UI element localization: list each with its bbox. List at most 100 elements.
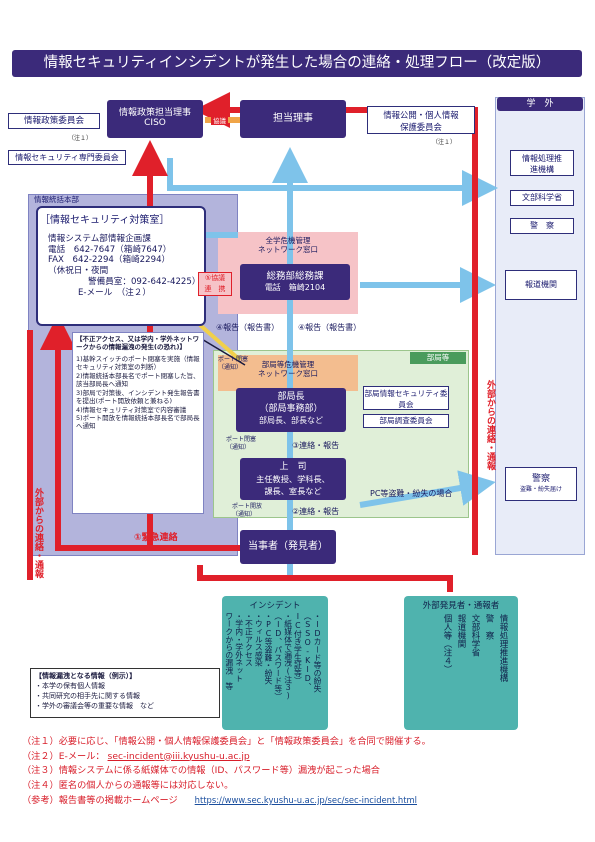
privacy-line2: 保護委員会 [400,122,442,132]
external-item-2: 文部科学省 [470,614,480,657]
note-2-row: （注２）E-メール： sec-incident@iii.kyushu-u.ac.… [22,750,582,765]
hq-box [36,206,206,326]
bukyoku-survey-committee: 部局調査委員会 [363,414,449,428]
outside-police-box: 警察 盗難・紛失届け [505,467,577,501]
superior-box: 上 司 主任教授、学科長、 課長、室長など [240,458,346,500]
bukyoku-info-committee: 部局情報セキュリティ委員会 [363,386,449,410]
report4a-label: ④報告（報告書） [216,323,280,332]
note-1: （注１）必要に応じ、「情報公開・個人情報保護委員会」と「情報政策委員会」を合同で… [22,736,431,747]
incident-item-4: （ID、パスワード等） [273,612,283,701]
hq-line-1: 電話 642-7647（箱崎7647） [48,244,172,255]
external-item-0: 情報処理推進機構 [498,614,508,682]
hq-room: ［情報セキュリティ対策室］ [40,215,170,226]
person-box: 当事者（発見者） [240,530,336,564]
kyougi2-label: ⑤協議 [204,274,226,282]
email-link[interactable]: sec-incident@iii.kyushu-u.ac.jp [107,750,250,762]
crisis-header-2: ネットワーク窓口 [258,245,318,254]
external-header: 外部発見者・通報者 [422,601,500,611]
hq-step-3: 3)部局で対策後、インシデント発生報告書を提出(ポート開放依頼と兼ねる) [76,388,200,406]
note-ref: （参考）報告書等の掲載ホームページ [22,795,178,806]
incident-item-1: （SSO-KID、 [303,612,313,691]
note-3: （注３）情報システムに係る紙媒体での情報（ID、パスワード等）漏洩が起こった場合 [22,765,380,776]
soumu-label: 総務部総務課 [266,271,324,282]
incident-item-8: ・学内・学外ネット [234,612,244,683]
port-close2-label: ポート閉塞（通知） [226,436,257,451]
port-close-label: ポート閉塞（通知） [218,356,249,371]
outside-org-police: 警 察 [510,218,574,234]
red-arrow-emergency [40,314,240,551]
privacy-note: （注１） [432,139,457,146]
hq-line-2: FAX 642-2294（箱崎2294） [48,255,171,266]
incident-item-3: ・紙媒体で漏洩(注３) [283,612,293,701]
note-2: （注２）E-メール： [22,750,105,762]
yellow-arrow-port [198,323,242,362]
kyougi2-box: ⑤協議 連 携 [198,272,232,296]
left-contact-label: 外部からの連絡・通報 [33,488,43,578]
report2-label: ②連絡・報告 [292,507,340,516]
soumu-phone: 電話 箱崎2104 [264,283,326,292]
superior-line2: 主任教授、学科長、 [256,474,330,484]
note1-label: （注１） [68,135,93,142]
outside-contact-label: 外部からの連絡・通報 [485,380,495,470]
security-committee: 情報セキュリティ専門委員会 [8,150,126,165]
external-item-4: 個人等（注４） [442,614,452,674]
note-ref-row: （参考）報告書等の掲載ホームページ https://www.sec.kyushu… [22,793,582,809]
superior-line1: 上 司 [279,462,307,472]
crisis-header-1: 全学危機管理 [265,236,311,245]
report3-label: ③連絡・報告 [292,441,340,450]
emergency-label: ①緊急連絡 [134,533,178,543]
incident-item-6: ・ウィルス感染 [254,612,264,667]
bukyoku-head-2: （部局事務部） [259,404,323,414]
superior-line3: 課長、室長など [264,486,322,496]
note-4: （注４）匿名の個人からの通報等には対応しない。 [22,779,234,791]
leak-info-item-0: ・本学の保有個人情報 [35,682,105,690]
red-arrow-from-external [197,565,453,592]
incident-item-9: ワークからの漏洩 等 [224,612,234,690]
outside-org-ipa: 情報処理推進機構 [510,150,574,176]
police-sub: 盗難・紛失届け [519,486,562,493]
reference-url[interactable]: https://www.sec.kyushu-u.ac.jp/sec/sec-i… [194,795,418,805]
leak-info-item-2: ・学外の審議会等の重要な情報 など [35,702,154,710]
incident-item-2: IC付き学生証等） [293,612,303,685]
hq-line-0: 情報システム部情報企画課 [48,234,151,244]
pc-theft-label: PC等盗難・紛失の場合 [370,489,453,498]
notes: （注１）必要に応じ、「情報公開・個人情報保護委員会」と「情報政策委員会」を合同で… [22,735,582,809]
hq-contact: 情報システム部情報企画課 電話 642-7647（箱崎7647） FAX 642… [48,234,203,298]
hq-line-5: E-メール （注２） [78,287,151,298]
page-title: 情報セキュリティインシデントが発生した場合の連絡・処理フロー（改定版） [12,50,582,77]
bukyoku-header: 部局等危機管理 ネットワーク窓口 [218,360,358,378]
leak-info-item-1: ・共同研究の相手先に関する情報 [35,692,140,700]
tantou-box: 担当理事 [240,100,346,138]
ciso-line2: CISO [144,118,166,128]
report4b-label: ④報告（報告書） [298,323,362,332]
bukyoku-head-3: 部局長、部長など [259,416,323,425]
blue-arrow-to-police [359,470,496,508]
hq-step-1: 1)基幹スイッチのポート閉塞を実施（情報セキュリティ対策室の判断） [76,354,200,372]
outside-header: 学 外 [497,97,583,111]
hq-label: 情報統括本部 [34,195,79,204]
bukyoku-head-box: 部局長 （部局事務部） 部局長、部長など [236,388,346,432]
hq-step-2: 2)情報統括本部長名でポート閉塞した旨、該当部局長へ通知 [76,371,200,389]
external-item-3: 報道機関 [456,614,466,648]
bukyoku-header-2: ネットワーク窓口 [258,369,318,378]
privacy-line1: 情報公開・個人情報 [383,110,459,120]
port-open2-label: ポート開放（通知） [232,503,263,518]
hq-procedure-title: 【不正アクセス、又は学内・学外ネットワークからの情報漏洩の発生(の恐れ)】 [76,335,200,352]
external-items: 情報処理推進機構 警 察 文部科学省 報道機関 個人等（注４） [440,614,510,724]
outside-press: 報道機関 [505,270,577,300]
incident-items: ・IDカード等の紛失 （SSO-KID、 IC付き学生証等） ・紙媒体で漏洩(注… [224,612,322,726]
ciso-line1: 情報政策担当理事 [118,108,191,118]
incident-header: インシデント [249,601,301,611]
hq-line-4: 警備員室：092-642-4225） [88,276,201,287]
outside-org-mext: 文部科学省 [510,190,574,206]
renkei-label: 連 携 [204,285,226,293]
police-label: 警察 [531,474,550,484]
incident-item-5: ・PC等盗難・紛失 [264,612,274,685]
crisis-header: 全学危機管理 ネットワーク窓口 [218,236,358,254]
blue-arrow-to-outside [167,158,498,206]
privacy-committee: 情報公開・個人情報 保護委員会 [367,106,475,134]
bukyoku-label: 部局等 [410,352,466,364]
leak-info-title: 【情報漏洩となる情報（例示）】 [35,672,137,680]
soumu-box: 総務部総務課 電話 箱崎2104 [240,264,350,300]
